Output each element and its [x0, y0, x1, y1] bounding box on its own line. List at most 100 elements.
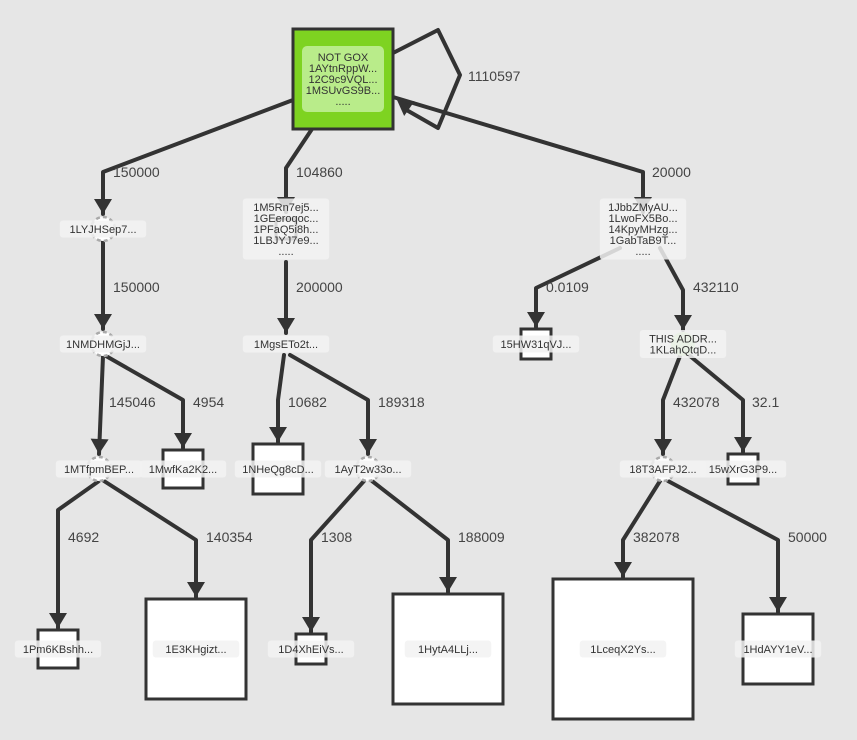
self-loop-edge [391, 28, 462, 130]
edge-amount: 150000 [113, 164, 160, 180]
edge-m4-m5: 1308 [302, 479, 366, 634]
edge-amount: 20000 [652, 164, 691, 180]
node-label-line: 1JbbZMyAU... [608, 202, 678, 214]
node-r1[interactable]: 1JbbZMyAU...1LwoFX5Bo...14KpyMHzg...1Gab… [599, 198, 687, 260]
node-label-bg [734, 640, 822, 658]
node-n6[interactable]: 1E3KHgizt... [144, 597, 248, 701]
edge-amount: 4954 [193, 394, 224, 410]
edge-n2-n3: 145046 [90, 354, 156, 456]
edge-arrowhead [94, 199, 112, 214]
edge-r4-r7: 50000 [666, 479, 827, 614]
node-label-bg [234, 460, 322, 478]
node-label-line: 1PFaQ5i8h... [254, 224, 319, 236]
node-m2[interactable]: 1MgsETo2t... [242, 335, 330, 353]
node-n3[interactable]: 1MTfpmBEP... [55, 455, 143, 483]
edge-arrowhead [614, 562, 632, 577]
edge-line [97, 354, 105, 456]
root-node[interactable]: NOT GOX1AYtnRppW...12C9c9VQL...1MSUvGS9B… [291, 27, 395, 131]
edge-amount: 382078 [633, 529, 680, 545]
edge-n3-n6: 140354 [102, 479, 253, 599]
edge-arrowhead [302, 617, 320, 632]
node-n1[interactable]: 1LYJHSep7... [59, 215, 147, 243]
node-n5[interactable]: 1Pm6KBshh... [14, 628, 102, 670]
edge-arrowhead [90, 438, 109, 454]
edge-n1-n2: 150000 [94, 239, 160, 331]
node-label-line: 1Pm6KBshh... [23, 644, 93, 656]
edge-amount: 0.0109 [546, 279, 589, 295]
edge-amount: 32.1 [752, 394, 779, 410]
node-label-line: 1GEeroqoc... [254, 213, 319, 225]
node-m4[interactable]: 1AyT2w33o... [324, 455, 412, 483]
edge-arrowhead [187, 582, 205, 597]
edge-arrowhead [359, 439, 377, 454]
node-n2[interactable]: 1NMDHMGjJ... [59, 330, 147, 358]
node-label-line: 15wXrG3P9... [709, 464, 777, 476]
node-label-bg [242, 335, 330, 353]
node-m3[interactable]: 1NHeQg8cD... [234, 442, 322, 496]
edge-line [370, 479, 450, 594]
edge-arrowhead [527, 312, 545, 327]
node-label-line: 1MwfKa2K2... [149, 464, 217, 476]
edge-n2-n4: 4954 [104, 354, 224, 450]
root-label-bg [302, 46, 384, 112]
edge-line [288, 353, 370, 456]
edge-r1-r3: 432110 [658, 246, 739, 332]
edge-line [688, 354, 745, 454]
edge-amount: 188009 [458, 529, 505, 545]
node-label-line: 1D4XhEiVs... [278, 644, 343, 656]
edge-arrowhead [49, 613, 67, 628]
node-label-line: 1LBJYJ7e9... [253, 235, 318, 247]
node-label-line: 1E3KHgizt... [165, 644, 226, 656]
node-label-bg [324, 460, 412, 478]
node-r7[interactable]: 1HdAYY1eV... [734, 612, 822, 686]
node-label-bg [699, 460, 787, 478]
edge-arrowhead [769, 597, 787, 612]
node-n4[interactable]: 1MwfKa2K2... [139, 448, 227, 490]
node-label-bg [579, 640, 667, 658]
edge-arrowhead [174, 433, 192, 448]
node-label-line: 15HW31qVJ... [501, 339, 572, 351]
node-label-bg [639, 330, 727, 358]
node-label-line: ..... [278, 246, 293, 258]
node-m1[interactable]: 1M5Rn7ej5...1GEeroqoc...1PFaQ5i8h...1LBJ… [242, 198, 330, 260]
edge-arrowhead [439, 577, 457, 592]
edge-m4-m6: 188009 [370, 479, 505, 594]
node-label-line: 1GabTaB9T... [610, 235, 677, 247]
node-label-line: 1MgsETo2t... [254, 339, 318, 351]
node-label-line: 1LwoFX5Bo... [608, 213, 677, 225]
edge-r3-r4: 432078 [654, 354, 720, 456]
node-label-line: 1HdAYY1eV... [743, 644, 812, 656]
edge-m2-m4: 189318 [288, 353, 425, 456]
node-r3[interactable]: THIS ADDR...1KLahQtqD... [639, 330, 727, 358]
nodes-layer: NOT GOX1AYtnRppW...12C9c9VQL...1MSUvGS9B… [14, 27, 822, 721]
node-label-line: 1KLahQtqD... [650, 345, 717, 357]
node-label-line: 1NMDHMGjJ... [66, 339, 140, 351]
node-r6[interactable]: 1LceqX2Ys... [551, 577, 695, 721]
node-r4[interactable]: 18T3AFPJ2... [619, 455, 707, 483]
node-label-bg [14, 640, 102, 658]
edge-amount: 140354 [206, 529, 253, 545]
edge-amount: 200000 [296, 279, 343, 295]
node-m5[interactable]: 1D4XhEiVs... [267, 632, 355, 666]
node-label-line: 18T3AFPJ2... [629, 464, 696, 476]
edge-arrowhead [654, 439, 672, 454]
edge-line [661, 354, 682, 456]
node-label-line: 1LceqX2Ys... [590, 644, 655, 656]
node-r5[interactable]: 15wXrG3P9... [699, 452, 787, 486]
edge-amount: 432110 [693, 279, 739, 295]
node-r2[interactable]: 15HW31qVJ... [492, 327, 580, 361]
edge-amount: 50000 [788, 529, 827, 545]
edge-line [666, 479, 780, 614]
edge-root-r1: 20000 [391, 95, 691, 214]
edge-r3-r5: 32.1 [688, 354, 779, 454]
edge-arrowhead [734, 437, 752, 452]
edge-line [104, 354, 185, 450]
edge-line [391, 95, 645, 214]
node-label-line: THIS ADDR... [649, 334, 717, 346]
root-label-line: NOT GOX [318, 52, 369, 64]
edge-n3-n5: 4692 [49, 479, 101, 630]
edge-r1-r2: 0.0109 [527, 246, 622, 329]
node-m6[interactable]: 1HytA4LLj... [391, 592, 505, 706]
edge-amount: 189318 [378, 394, 425, 410]
